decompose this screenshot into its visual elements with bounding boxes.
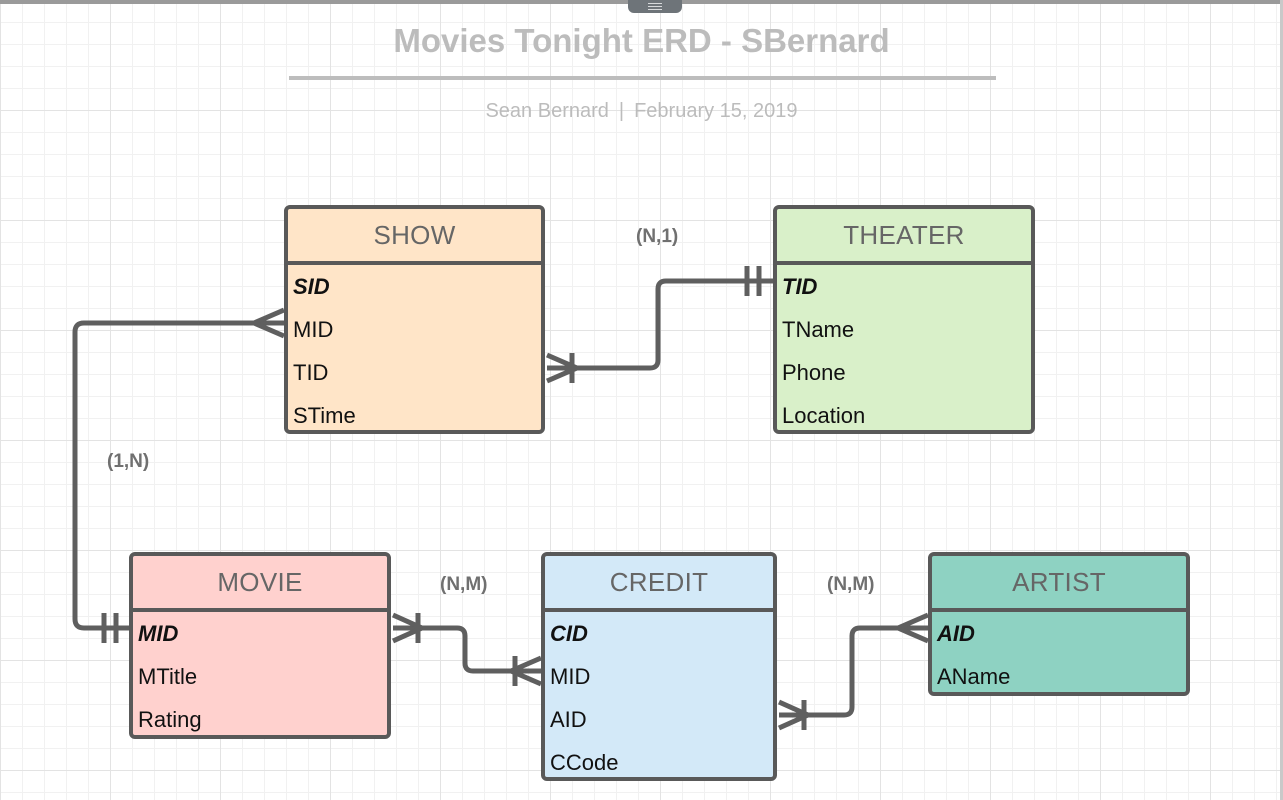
credit-field-cid: CID (550, 621, 588, 646)
crow-foot-one-or-many-credit (510, 655, 542, 687)
artist-field-aid: AID (937, 621, 975, 646)
entity-theater[interactable]: THEATER TID TName Phone Location (773, 205, 1035, 434)
subtitle-separator: | (618, 100, 625, 122)
crow-foot-one-or-many-movie (391, 612, 424, 644)
credit-field-mid: MID (550, 664, 591, 689)
cardinality-show-theater: (N,1) (636, 226, 679, 247)
entity-movie[interactable]: MOVIE MID MTitle Rating (129, 552, 391, 739)
theater-field-location: Location (782, 403, 866, 428)
crow-foot-one-only-movie (101, 613, 119, 643)
credit-field-aid: AID (550, 707, 587, 732)
entity-theater-title: THEATER (777, 209, 1031, 265)
title-underline (289, 76, 996, 80)
crow-foot-one-or-many-show (546, 352, 578, 384)
crow-foot-one-or-many-credit-aid (777, 699, 810, 731)
menu-toggle-button[interactable] (628, 0, 682, 13)
movie-field-rating: Rating (138, 707, 202, 732)
page-title: Movies Tonight ERD - SBernard (393, 22, 890, 59)
movie-field-mid: MID (138, 621, 179, 646)
document-date: February 15, 2019 (634, 100, 798, 122)
entity-show-title: SHOW (288, 209, 541, 265)
entity-movie-title: MOVIE (133, 556, 387, 612)
cardinality-credit-artist: (N,M) (827, 574, 875, 595)
artist-field-aname: AName (937, 664, 1011, 689)
crow-foot-many-artist (897, 612, 929, 644)
entity-show[interactable]: SHOW SID MID TID STime (284, 205, 545, 434)
cardinality-movie-credit: (N,M) (440, 574, 488, 595)
author-name: Sean Bernard (485, 100, 609, 122)
movie-field-mtitle: MTitle (138, 664, 198, 689)
crow-foot-many-show (253, 307, 285, 339)
credit-field-ccode: CCode (550, 750, 619, 775)
connector-movie-credit (393, 625, 541, 674)
show-field-stime: STime (293, 403, 356, 428)
show-field-tid: TID (293, 360, 329, 385)
entity-artist[interactable]: ARTIST AID AName (928, 552, 1190, 696)
subtitle: Sean Bernard | February 15, 2019 (0, 100, 1283, 123)
show-field-mid: MID (293, 317, 334, 342)
show-field-sid: SID (293, 274, 330, 299)
entity-credit-title: CREDIT (545, 556, 773, 612)
entity-artist-title: ARTIST (932, 556, 1186, 612)
entity-credit[interactable]: CREDIT CID MID AID CCode (541, 552, 777, 781)
theater-field-tid: TID (782, 274, 818, 299)
crow-foot-one-only-theater (744, 266, 762, 296)
connector-movie-show (72, 320, 284, 631)
hamburger-icon (648, 3, 662, 10)
theater-field-phone: Phone (782, 360, 846, 385)
connector-credit-artist (779, 625, 928, 718)
theater-field-tname: TName (782, 317, 855, 342)
connector-show-theater (547, 278, 773, 371)
scrollbar-edge (1280, 0, 1283, 800)
cardinality-movie-show: (1,N) (107, 451, 150, 472)
